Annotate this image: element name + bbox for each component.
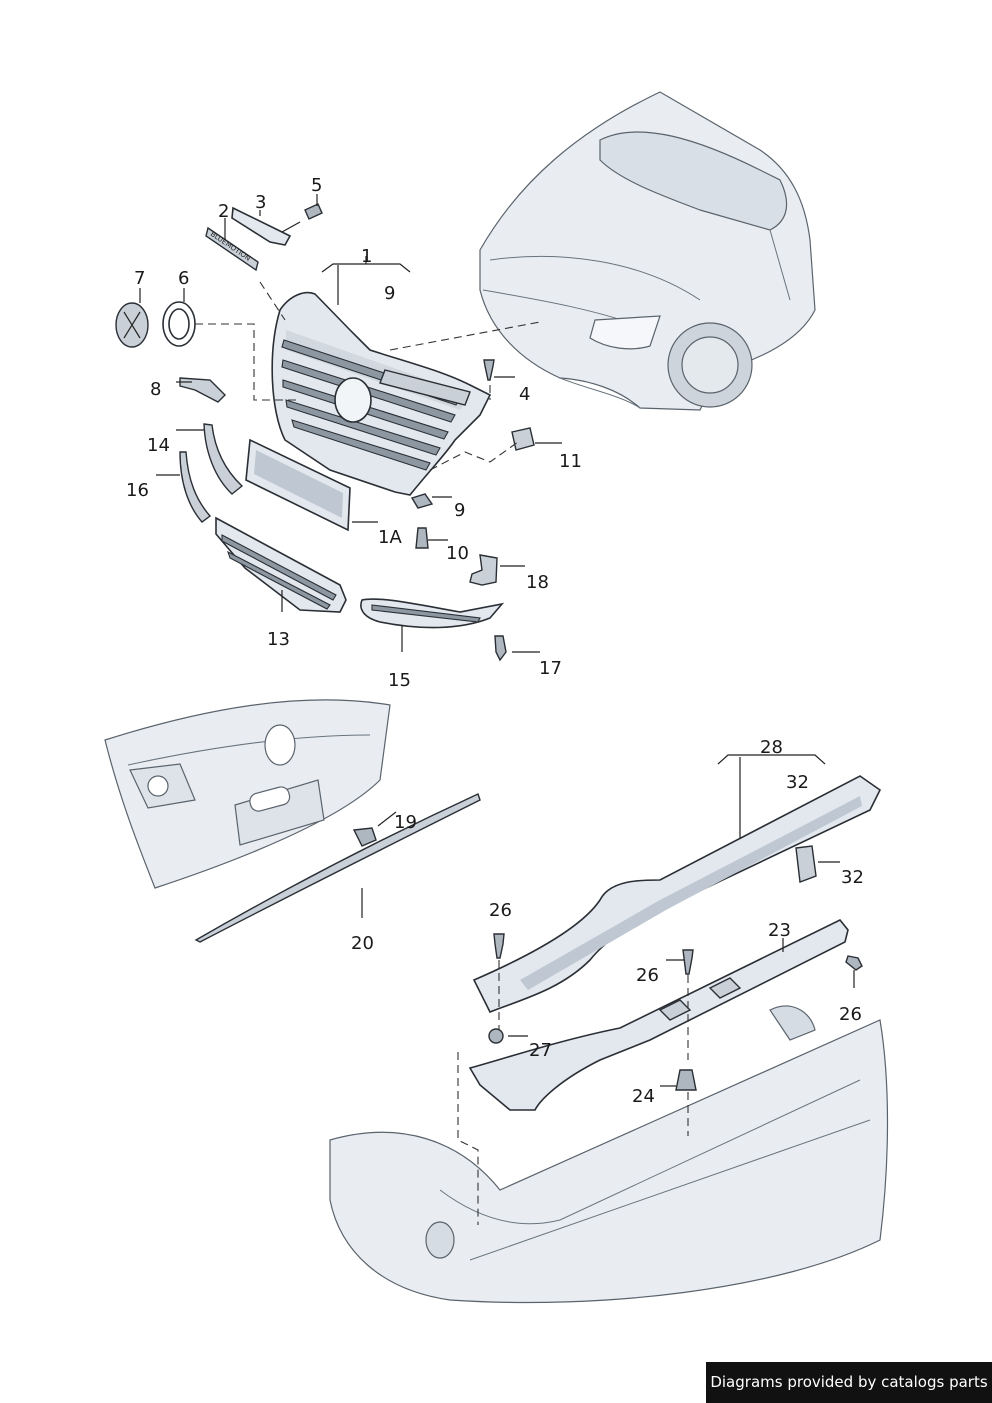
callout-9-top: 9: [384, 283, 395, 304]
car-front-illustration: [479, 91, 816, 411]
callout-11: 11: [559, 451, 582, 472]
bracket-11-part: [511, 427, 535, 451]
callout-13: 13: [267, 629, 290, 650]
screw-26-upper-part: [493, 933, 505, 959]
clip-part: [179, 377, 226, 403]
callout-23: 23: [768, 920, 791, 941]
callout-7: 7: [134, 268, 145, 289]
callout-15: 15: [388, 670, 411, 691]
bracket-18-part: [469, 554, 498, 586]
emblem-ring-part: [162, 301, 196, 347]
callout-32-top: 32: [786, 772, 809, 793]
screw-10-part: [415, 527, 429, 549]
clip-9-part: [410, 493, 434, 509]
callout-27: 27: [529, 1040, 552, 1061]
trim-16-part: [179, 451, 212, 523]
callout-14: 14: [147, 435, 170, 456]
emblem-part: [115, 302, 149, 348]
nut-27-part: [488, 1028, 504, 1044]
callout-5: 5: [311, 175, 322, 196]
callout-6: 6: [178, 268, 189, 289]
bracket-32-part: [795, 845, 817, 883]
screw-26-middle-part: [682, 949, 694, 975]
callout-18: 18: [526, 572, 549, 593]
callout-28: 28: [760, 737, 783, 758]
leader-lines: [139, 194, 855, 1087]
badge-part: BLUEMOTION: [205, 226, 259, 272]
credit-banner: Diagrams provided by catalogs parts: [706, 1362, 992, 1403]
callout-19: 19: [394, 812, 417, 833]
callout-8: 8: [150, 379, 161, 400]
callout-32: 32: [841, 867, 864, 888]
screw-17-part: [494, 635, 507, 662]
lower-grille-13-part: [215, 516, 347, 613]
rear-bumper-illustration: [104, 699, 391, 889]
clip-24-part: [675, 1069, 697, 1091]
callout-26-upper: 26: [489, 900, 512, 921]
license-plate-holder-part: [245, 438, 351, 532]
lower-grille-15-part: [360, 598, 505, 629]
callout-labels: 1 9 2 3 5 7 6 8 4 11 9 1A 10 14 16 18 13…: [126, 175, 864, 1107]
callout-10: 10: [446, 543, 469, 564]
callout-20: 20: [351, 933, 374, 954]
screw-part: [281, 203, 323, 233]
callout-4: 4: [519, 384, 530, 405]
callout-1: 1: [361, 246, 372, 267]
sill-body-illustration: [329, 1005, 889, 1304]
sill-panel-28-part: [472, 775, 882, 1014]
trim-strip-20-part: [194, 793, 481, 943]
badge-text: BLUEMOTION: [209, 230, 252, 263]
assembly-lines: [195, 281, 689, 1225]
screw-4-part: [483, 359, 495, 381]
emblem-carrier-part: [231, 206, 292, 246]
screw-26-right-part: [845, 955, 863, 971]
bracket-23-part: [468, 918, 849, 1111]
callout-24: 24: [632, 1086, 655, 1107]
callout-16: 16: [126, 480, 149, 501]
callout-1a: 1A: [378, 527, 402, 548]
callout-17: 17: [539, 658, 562, 679]
callout-26-middle: 26: [636, 965, 659, 986]
callout-9: 9: [454, 500, 465, 521]
callout-26-right: 26: [839, 1004, 862, 1025]
callout-2: 2: [218, 201, 229, 222]
clip-19-part: [352, 827, 377, 847]
radiator-grille-part: [271, 291, 492, 496]
trim-14-part: [203, 423, 244, 495]
callout-3: 3: [255, 192, 266, 213]
